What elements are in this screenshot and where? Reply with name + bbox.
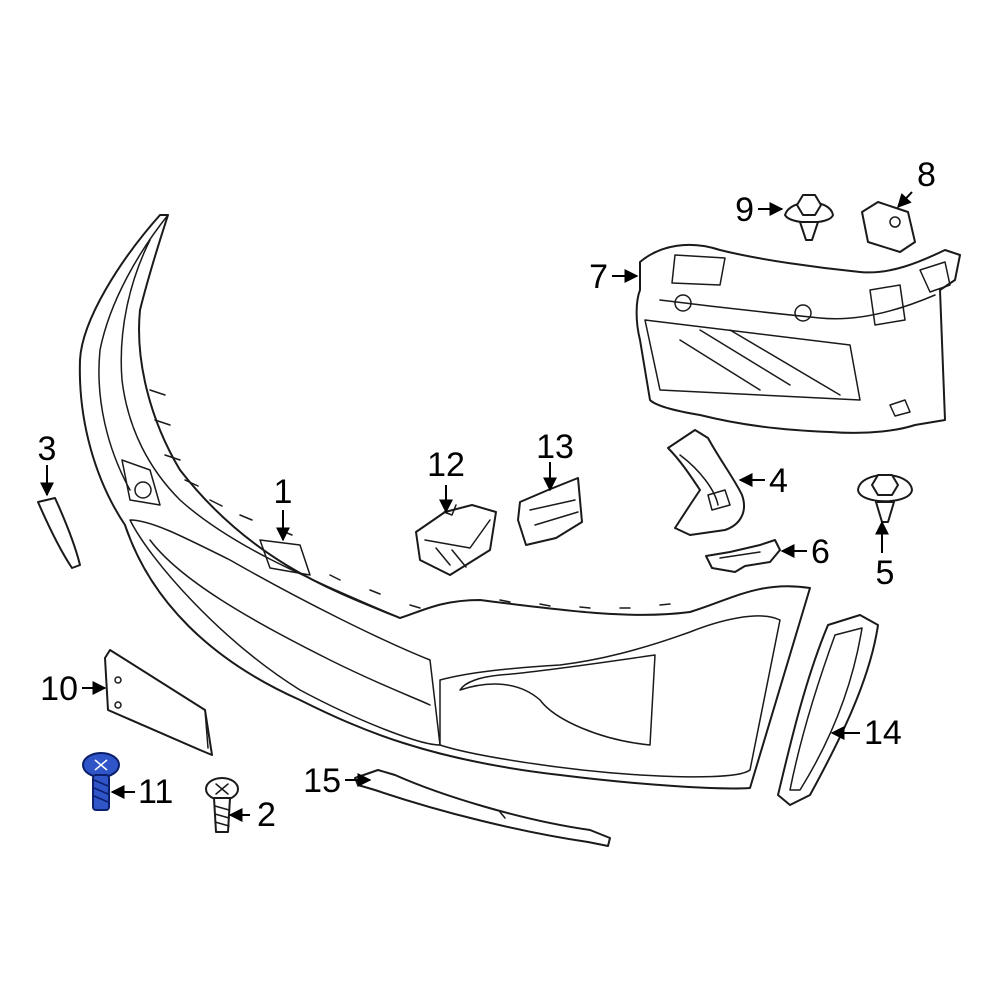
part-9-bolt[interactable] (784, 194, 834, 241)
callout-5: 5 (876, 554, 895, 592)
part-14-trim[interactable] (777, 614, 879, 806)
part-3-reflector[interactable] (37, 497, 81, 569)
part-12-guide[interactable] (415, 504, 497, 576)
leader-lines (40, 191, 913, 822)
part-7-bumper-bracket[interactable] (635, 243, 961, 434)
part-6-bracket[interactable] (705, 539, 781, 573)
callout-3: 3 (38, 430, 57, 468)
part-1-bumper-cover[interactable] (78, 214, 811, 790)
callout-8: 8 (917, 156, 936, 194)
part-4-reinforcement[interactable] (667, 429, 745, 536)
part-5-bolt[interactable] (857, 474, 913, 523)
part-15-strip[interactable] (354, 769, 611, 847)
part-13-guide[interactable] (517, 477, 583, 546)
callout-6: 6 (811, 533, 830, 571)
callout-15: 15 (303, 762, 341, 800)
callout-13: 13 (536, 428, 574, 466)
callout-14: 14 (864, 714, 902, 752)
part-2-screw[interactable] (205, 777, 239, 833)
callout-9: 9 (735, 191, 754, 229)
callout-4: 4 (769, 462, 788, 500)
callout-11: 11 (138, 773, 173, 811)
part-10-license-bracket[interactable] (104, 649, 213, 756)
callout-12: 12 (427, 446, 465, 484)
callout-1: 1 (274, 473, 293, 511)
part-8-nut[interactable] (861, 201, 916, 253)
callout-7: 7 (589, 258, 608, 296)
part-11-bolt[interactable] (82, 752, 120, 811)
callout-10: 10 (40, 670, 78, 708)
callouts: 1 2 3 4 5 6 7 8 9 10 11 12 13 14 15 (38, 156, 936, 834)
callout-2: 2 (257, 796, 276, 834)
